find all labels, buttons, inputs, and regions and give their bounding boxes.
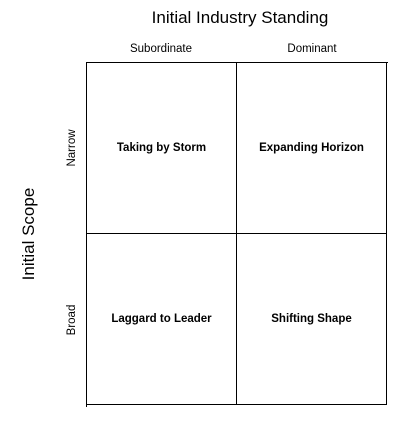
row-header-broad: Broad: [66, 304, 78, 336]
column-header-subordinate: Subordinate: [129, 43, 193, 55]
row-header-narrow: Narrow: [66, 129, 78, 167]
quadrant-narrow-subordinate: Taking by Storm: [87, 63, 237, 234]
quadrant-narrow-dominant: Expanding Horizon: [237, 63, 387, 234]
diagram-title: Initial Industry Standing: [151, 8, 329, 27]
y-axis-title: Initial Scope: [19, 187, 38, 281]
column-header-dominant: Dominant: [287, 43, 337, 55]
quadrant-label: Shifting Shape: [271, 313, 352, 325]
quadrant-label: Taking by Storm: [116, 142, 207, 154]
quadrant-label: Laggard to Leader: [111, 313, 212, 325]
quadrant-label: Expanding Horizon: [259, 142, 364, 154]
quadrant-broad-subordinate: Laggard to Leader: [87, 234, 237, 405]
quadrant-broad-dominant: Shifting Shape: [237, 234, 387, 405]
quadrant-grid: Taking by Storm Expanding Horizon Laggar…: [86, 62, 388, 407]
